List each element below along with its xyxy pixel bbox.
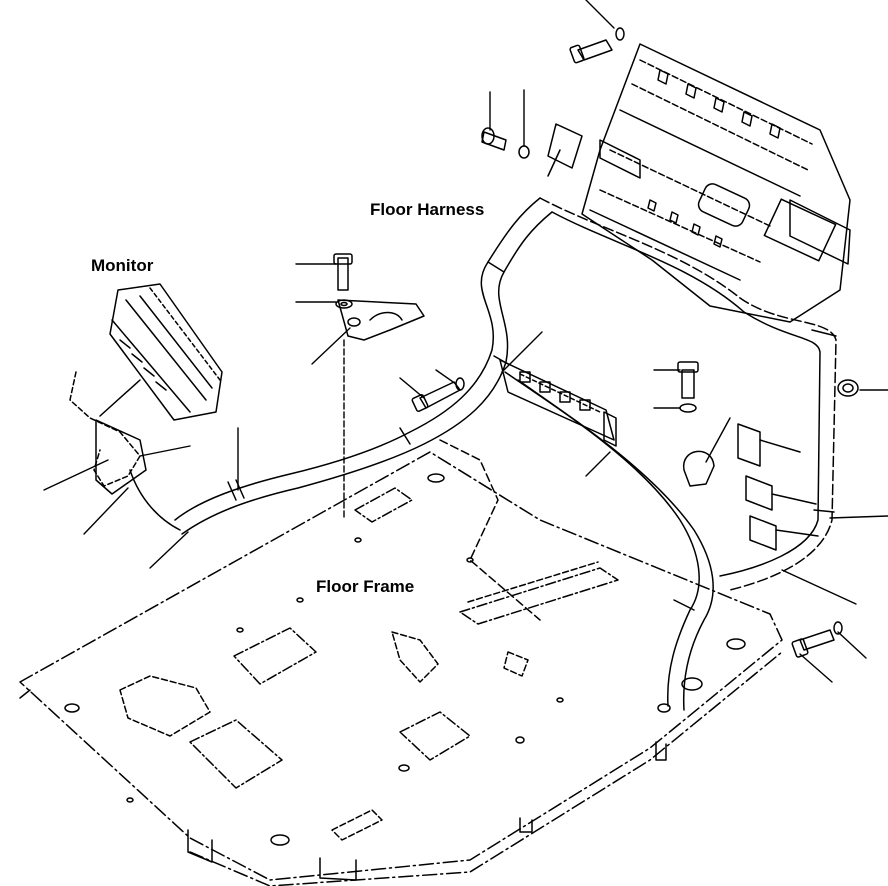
floor-harness-label: Floor Harness bbox=[370, 200, 485, 219]
floor-frame-label: Floor Frame bbox=[316, 577, 415, 596]
bolt-bracket-top bbox=[333, 253, 353, 309]
fuse-relay-panel bbox=[581, 43, 851, 323]
grommet-right bbox=[837, 379, 859, 397]
upper-bracket bbox=[547, 123, 583, 177]
bolt-right-lower bbox=[791, 621, 843, 658]
monitor-bracket bbox=[337, 299, 425, 341]
harness-connector-rail bbox=[499, 359, 617, 447]
connectors-right bbox=[737, 423, 819, 551]
monitor-label: Monitor bbox=[91, 256, 154, 275]
monitor-unit bbox=[69, 283, 223, 531]
floor-harness-cable bbox=[174, 197, 837, 711]
clamp-right bbox=[683, 450, 715, 487]
leader-lines bbox=[43, 0, 888, 683]
harness-clamps bbox=[227, 261, 837, 611]
floor-frame-plate bbox=[19, 451, 783, 886]
bolt-upper-right bbox=[569, 27, 625, 64]
bolt-right-upper bbox=[677, 361, 699, 413]
bolt-harness-top bbox=[481, 127, 530, 159]
